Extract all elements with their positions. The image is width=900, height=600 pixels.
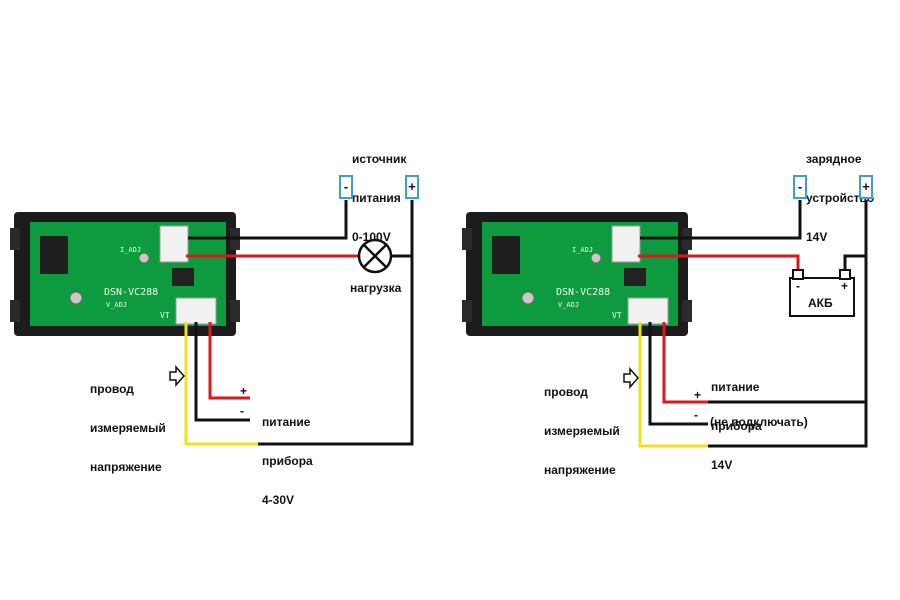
ic-chip [40,236,68,274]
wire-source-minus [188,200,348,240]
load-label: нагрузка [350,281,402,295]
voltmeter-module-left: DSN-VC288 I_ADJ V_ADJ VT [10,212,240,336]
probe-arrow-icon [623,367,640,389]
wire-power-minus [648,322,708,426]
source-plus-terminal: + [405,175,419,199]
i-adj-silkscreen: I_ADJ [572,246,593,254]
power-connector [175,297,217,325]
housing-clip [462,300,472,322]
transistor [624,268,646,286]
housing-clip [10,228,20,250]
housing-clip [10,300,20,322]
wire-red-to-battery [638,254,800,270]
housing-clip [230,300,240,322]
power-plus-sign: + [694,388,702,402]
ic-chip [492,236,520,274]
source-label: источник питания 0-100V [352,152,407,244]
battery-label: АКБ [808,296,833,310]
wire-probe-yellow [184,322,258,446]
v-adj-potentiometer [69,291,83,305]
wire-power-plus [208,322,250,400]
i-adj-potentiometer [590,252,602,264]
wire-main-black [708,200,868,448]
battery-minus-sign: - [796,279,800,293]
power-plus-sign: + [240,384,248,398]
source-minus-terminal: - [339,175,353,199]
current-connector [159,225,189,263]
charger-label: зарядное устройство 14V [806,152,875,244]
current-connector [611,225,641,263]
i-adj-potentiometer [138,252,150,264]
power-minus-sign: - [240,404,244,418]
wire-power-minus [194,322,250,422]
vt-silkscreen: VT [160,311,170,320]
probe-label: провод измеряемый напряжение [544,385,620,477]
v-adj-silkscreen: V_ADJ [558,301,579,309]
device-power-label: питание прибора 14V [711,380,762,472]
wire-charger-minus [640,200,802,240]
voltmeter-module-right: DSN-VC288 I_ADJ V_ADJ VT [462,212,692,336]
load-lamp-icon [357,238,393,274]
probe-arrow-icon [169,365,186,387]
probe-label: провод измеряемый напряжение [90,382,166,474]
wire-probe-yellow [638,322,708,448]
battery-plus-sign: + [841,279,849,293]
wire-battery-plus [843,254,866,270]
transistor [172,268,194,286]
wire-probe-black [258,256,414,446]
power-connector [627,297,669,325]
left-diagram: DSN-VC288 I_ADJ V_ADJ VT [10,200,414,446]
i-adj-silkscreen: I_ADJ [120,246,141,254]
right-diagram: DSN-VC288 I_ADJ V_ADJ VT [462,200,868,448]
charger-minus-terminal: - [793,175,807,199]
charger-plus-terminal: + [859,175,873,199]
model-silkscreen: DSN-VC288 [556,287,610,298]
device-power-label: питание прибора 4-30V [262,415,313,507]
v-adj-potentiometer [521,291,535,305]
not-connect-label: (не подключать) [710,415,808,429]
wire-power-plus-red [662,322,708,404]
vt-silkscreen: VT [612,311,622,320]
v-adj-silkscreen: V_ADJ [106,301,127,309]
model-silkscreen: DSN-VC288 [104,287,158,298]
battery-icon [789,269,855,317]
housing-clip [462,228,472,250]
power-minus-sign: - [694,408,698,422]
housing-clip [682,300,692,322]
